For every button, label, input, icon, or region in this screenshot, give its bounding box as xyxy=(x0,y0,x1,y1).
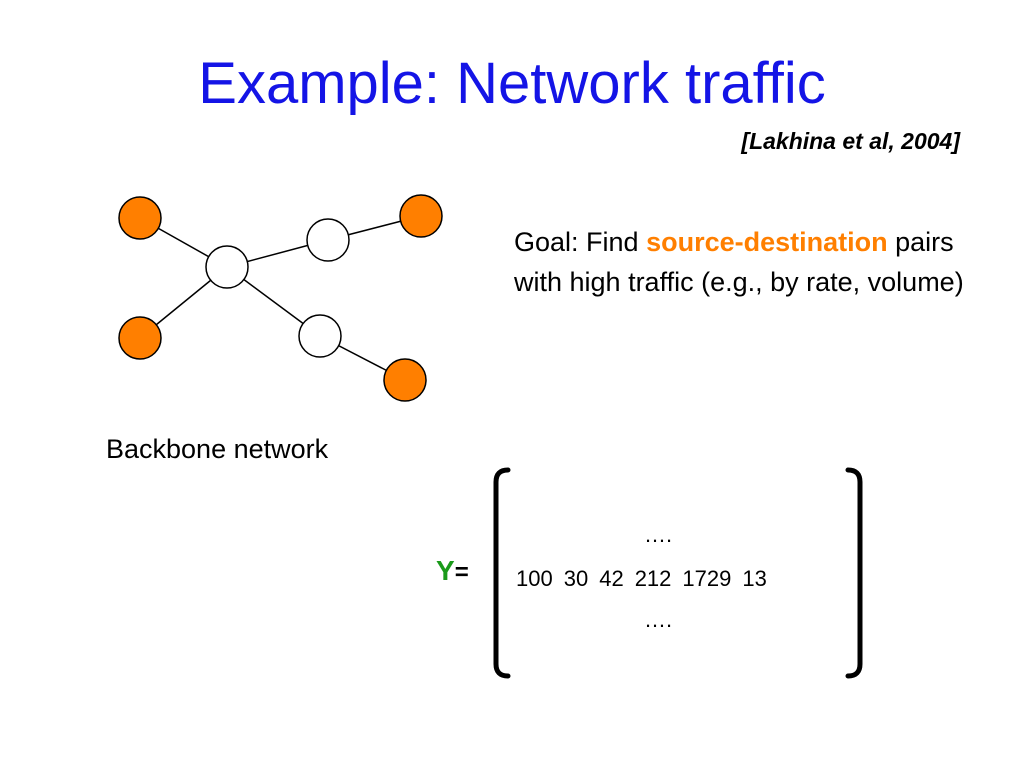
matrix-row-values: 100 30 42 212 1729 13 xyxy=(516,566,767,592)
slide-title: Example: Network traffic xyxy=(198,51,826,116)
endpoint-bottom-right xyxy=(383,358,427,402)
router-bottom-right xyxy=(298,314,342,358)
router-center-left xyxy=(205,245,249,289)
goal-highlight: source-destination xyxy=(646,227,888,257)
matrix-left-bracket xyxy=(493,467,511,679)
matrix-cell: 212 xyxy=(634,566,672,591)
goal-statement: Goal: Find source-destination pairs with… xyxy=(514,222,984,302)
network-label: Backbone network xyxy=(106,434,329,464)
matrix-cell: 1729 xyxy=(682,566,732,591)
matrix-equals: = xyxy=(454,559,469,586)
matrix-variable: Y xyxy=(436,555,455,586)
matrix-cell: 100 xyxy=(516,566,553,591)
matrix-row-ellipsis-top: …. xyxy=(644,522,673,547)
matrix-cell: 13 xyxy=(742,566,767,591)
router-top-right xyxy=(306,218,350,262)
goal-prefix: Goal: Find xyxy=(514,227,647,257)
matrix-right-bracket xyxy=(845,467,863,679)
matrix-label: Y= xyxy=(436,555,469,587)
matrix-cell: 30 xyxy=(563,566,589,591)
matrix-cell: 42 xyxy=(599,566,624,591)
endpoint-top-right xyxy=(399,194,443,238)
endpoint-top-left xyxy=(118,196,162,240)
matrix-row-ellipsis-bottom: …. xyxy=(644,607,673,632)
endpoint-bottom-left xyxy=(118,316,162,360)
citation: [Lakhina et al, 2004] xyxy=(741,128,960,154)
goal-suffix: pairs with high traffic (e.g., by rate, … xyxy=(514,227,964,297)
